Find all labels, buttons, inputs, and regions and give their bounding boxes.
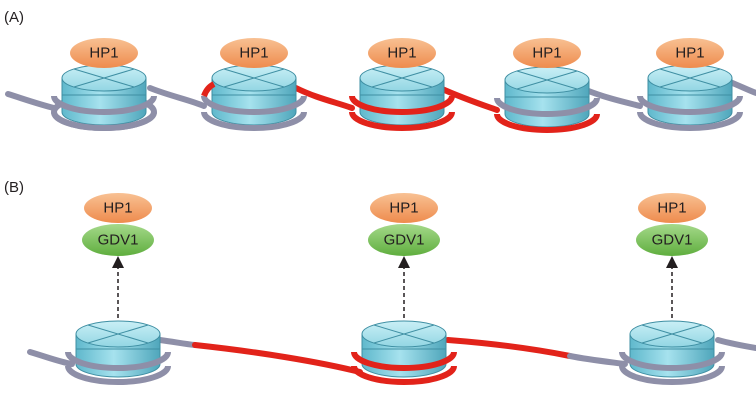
gdv1-protein [368, 224, 440, 256]
panel-a: HP1 HP1 HP1 HP1 HP1 [5, 38, 756, 133]
svg-text:HP1: HP1 [387, 45, 416, 62]
svg-text:HP1: HP1 [89, 45, 118, 62]
linker-dna-methylated [293, 85, 355, 111]
gdv1-label: GDV1 [98, 232, 139, 249]
hp1-gdv1-complex: GDV1 HP1 [82, 193, 154, 256]
hp1-label: HP1 [657, 200, 686, 217]
nucleosome [637, 64, 743, 131]
hp1-protein [84, 193, 152, 223]
nucleosome-methylated [494, 66, 600, 133]
nucleosome-methylated [351, 320, 457, 385]
hp1-protein: HP1 [368, 38, 436, 68]
svg-text:HP1: HP1 [675, 45, 704, 62]
nucleosome [201, 64, 307, 131]
linker-dna [27, 349, 75, 367]
hp1-gdv1-complex: GDV1 HP1 [636, 193, 708, 256]
hp1-protein [370, 193, 438, 223]
nucleosome [65, 320, 171, 385]
svg-text:HP1: HP1 [239, 45, 268, 62]
linker-dna [147, 85, 207, 109]
linker-dna [727, 79, 756, 96]
hp1-protein [638, 193, 706, 223]
nucleosome [51, 64, 157, 131]
linker-dna-methylated [445, 337, 573, 359]
gdv1-label: GDV1 [384, 232, 425, 249]
gdv1-protein [82, 224, 154, 256]
linker-dna [157, 337, 198, 348]
hp1-protein: HP1 [220, 38, 288, 68]
nucleosome [619, 320, 725, 385]
hp1-protein: HP1 [70, 38, 138, 68]
svg-text:HP1: HP1 [532, 45, 561, 62]
panel-label-b: (B) [4, 179, 24, 196]
panel-label-a: (A) [4, 9, 24, 26]
linker-dna [583, 87, 643, 109]
hp1-gdv1-complex: GDV1 HP1 [368, 193, 440, 256]
linker-dna [5, 91, 57, 111]
hp1-label: HP1 [389, 200, 418, 217]
nucleosome-methylated [349, 64, 455, 131]
linker-dna [567, 353, 628, 367]
panel-b: GDV1 HP1 GDV1 HP1 GDV1 HP1 [27, 193, 756, 385]
hp1-protein: HP1 [656, 38, 724, 68]
hp1-label: HP1 [103, 200, 132, 217]
linker-dna-methylated [192, 342, 363, 375]
linker-dna-methylated [437, 85, 500, 113]
gdv1-protein [636, 224, 708, 256]
linker-dna [715, 337, 756, 351]
hp1-protein: HP1 [513, 38, 581, 68]
gdv1-label: GDV1 [652, 232, 693, 249]
